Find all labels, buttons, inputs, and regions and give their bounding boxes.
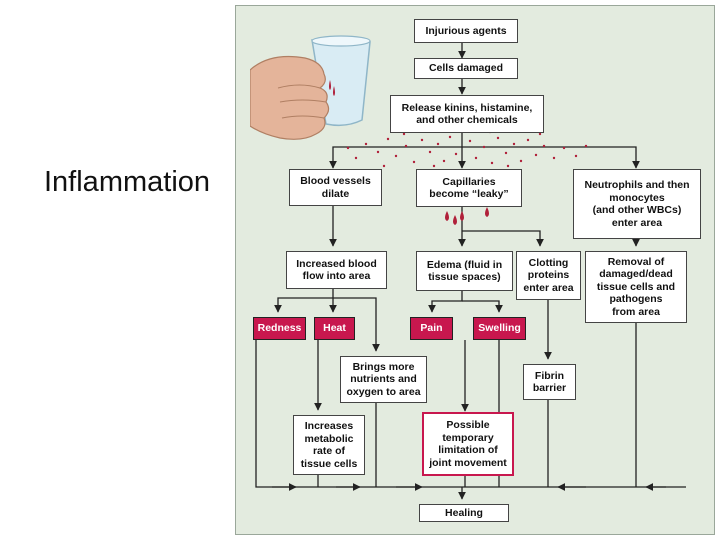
node-removal: Removal of damaged/dead tissue cells and… bbox=[585, 251, 687, 323]
node-neutrophils: Neutrophils and then monocytes (and othe… bbox=[573, 169, 701, 239]
node-cells-damaged: Cells damaged bbox=[414, 58, 518, 79]
node-injurious-agents: Injurious agents bbox=[414, 19, 518, 43]
node-brings-more: Brings more nutrients and oxygen to area bbox=[340, 356, 427, 403]
node-edema: Edema (fluid in tissue spaces) bbox=[416, 251, 513, 291]
hand-with-cup-illustration bbox=[250, 35, 371, 140]
node-clotting-proteins: Clotting proteins enter area bbox=[516, 251, 581, 300]
node-healing: Healing bbox=[419, 504, 509, 522]
node-blood-vessels-dilate: Blood vessels dilate bbox=[289, 169, 382, 206]
sign-heat: Heat bbox=[314, 317, 355, 340]
slide-title: Inflammation bbox=[44, 166, 211, 198]
node-release-chemicals: Release kinins, histamine, and other che… bbox=[390, 95, 544, 133]
flowchart-panel: Injurious agents Cells damaged Release k… bbox=[235, 5, 715, 535]
node-increased-blood-flow: Increased blood flow into area bbox=[286, 251, 387, 289]
sign-pain: Pain bbox=[410, 317, 453, 340]
node-fibrin-barrier: Fibrin barrier bbox=[523, 364, 576, 400]
sign-redness: Redness bbox=[253, 317, 306, 340]
node-increases-metabolic: Increases metabolic rate of tissue cells bbox=[293, 415, 365, 475]
fluid-drops bbox=[445, 207, 489, 225]
chemical-dots bbox=[346, 129, 588, 168]
node-possible-limitation: Possible temporary limitation of joint m… bbox=[422, 412, 514, 476]
sign-swelling: Swelling bbox=[473, 317, 526, 340]
node-capillaries-leaky: Capillaries become “leaky” bbox=[416, 169, 522, 207]
